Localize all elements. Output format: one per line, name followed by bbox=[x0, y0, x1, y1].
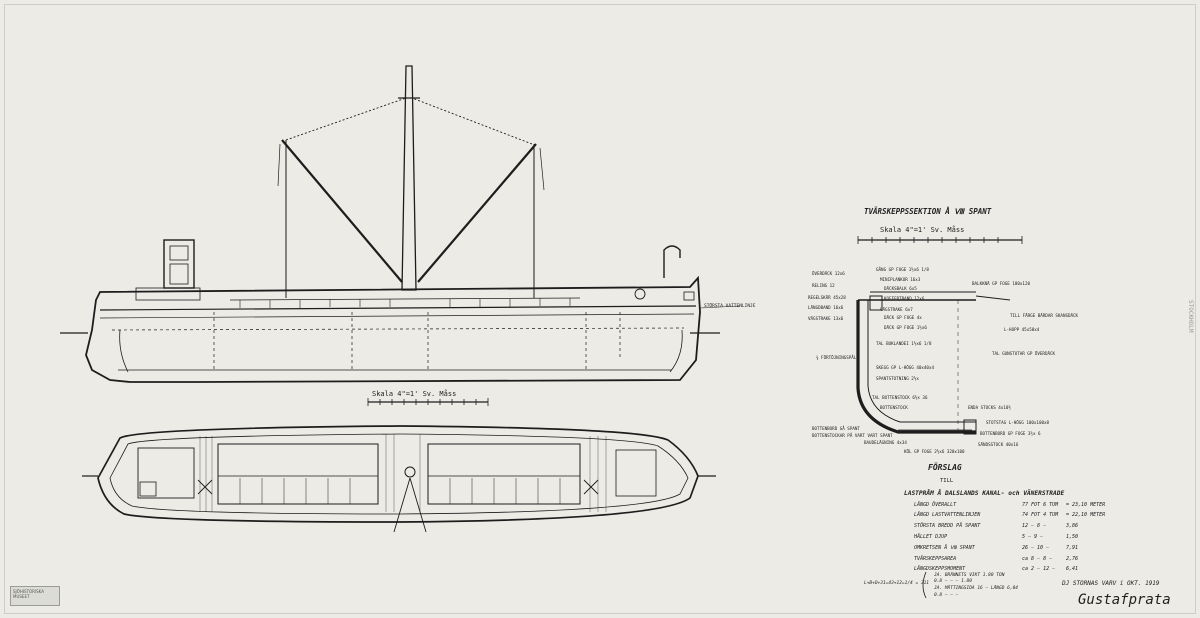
svg-text:DÄCK GP FOGE 4x: DÄCK GP FOGE 4x bbox=[884, 315, 922, 320]
spec-row-label: OMKRETSEN Å Ⅷ SPANT bbox=[914, 544, 976, 551]
section-hull-shell bbox=[856, 300, 976, 434]
svg-text:MINIPLANKOR 16x3: MINIPLANKOR 16x3 bbox=[880, 277, 921, 282]
svg-text:VÄGSTRAKE 6x7: VÄGSTRAKE 6x7 bbox=[880, 307, 913, 312]
svg-text:ca 2 — 12 —: ca 2 — 12 — bbox=[1022, 566, 1055, 572]
svg-text:ENDA STOCKS 4x10½: ENDA STOCKS 4x10½ bbox=[968, 405, 1011, 410]
svg-text:L-HOPP 45x50x4: L-HOPP 45x50x4 bbox=[1004, 327, 1040, 332]
svg-text:2,76: 2,76 bbox=[1066, 556, 1078, 562]
svg-text:BOTTENBORD GP FOGE 3½x 6: BOTTENBORD GP FOGE 3½x 6 bbox=[980, 431, 1041, 436]
svg-text:RELING 12: RELING 12 bbox=[812, 283, 835, 288]
spec-row-label: STÖRSTA BREDD PÅ SPANT bbox=[914, 522, 981, 529]
svg-text:REGELSKÄR 45x28: REGELSKÄR 45x28 bbox=[808, 295, 846, 300]
svg-text:SPANTSTOTNING 2½x: SPANTSTOTNING 2½x bbox=[876, 376, 919, 381]
svg-text:BOTTENBORD GÅ SPANT: BOTTENBORD GÅ SPANT bbox=[812, 426, 860, 431]
boom-right bbox=[417, 143, 537, 283]
svg-text:STOTSTAG L-HÖGG 100x100x8: STOTSTAG L-HÖGG 100x100x8 bbox=[986, 420, 1050, 425]
svg-text:0.8 — — —: 0.8 — — — bbox=[934, 592, 959, 598]
svg-text:BOTTENSTOCKAR PÅ VART VART SPA: BOTTENSTOCKAR PÅ VART VART SPANT bbox=[812, 433, 893, 438]
svg-text:77 FOT 6 TUM: 77 FOT 6 TUM bbox=[1022, 502, 1059, 508]
svg-text:= 23,10 METER: = 23,10 METER bbox=[1066, 502, 1105, 508]
spec-row-label: LÄNGDSKEPPSMOMENT bbox=[914, 565, 966, 572]
scale-label-profile: Skala 4"=1' Sv. Måss bbox=[372, 389, 456, 398]
svg-text:3,86: 3,86 bbox=[1065, 523, 1078, 529]
waterline-label: STÖRSTA VATTENLINJE bbox=[704, 302, 756, 309]
svg-text:ÖVERDÄCK 12x6: ÖVERDÄCK 12x6 bbox=[812, 271, 845, 276]
svg-text:KOFFERTBAND 12x6: KOFFERTBAND 12x6 bbox=[884, 296, 925, 301]
section-annotations: ÖVERDÄCK 12x6 RELING 12 REGELSKÄR 45x28 … bbox=[808, 267, 1079, 454]
spec-row-label: LÄNGD ÖVERALLT bbox=[914, 501, 957, 508]
svg-text:SÄNDSSTOCK 40x16: SÄNDSSTOCK 40x16 bbox=[978, 442, 1019, 447]
svg-text:BAUDELÄGNING 4x34: BAUDELÄGNING 4x34 bbox=[864, 440, 907, 445]
svg-text:L+B+D+31=43+12=1/4 = 311: L+B+D+31=43+12=1/4 = 311 bbox=[864, 580, 929, 586]
spec-row-label: TVÄRSKEPPSAREA bbox=[914, 555, 956, 562]
svg-text:TAL BOTTENSTOCK 6½x 36: TAL BOTTENSTOCK 6½x 36 bbox=[872, 395, 928, 400]
hatch-1 bbox=[217, 443, 379, 505]
svg-text:BALKKNÄ GP FOGE 180x120: BALKKNÄ GP FOGE 180x120 bbox=[972, 281, 1030, 286]
mast bbox=[401, 65, 417, 291]
svg-text:VÄGSTRAKE 13x6: VÄGSTRAKE 13x6 bbox=[808, 316, 844, 321]
place-date: DJ STORNAS VARV i OKT. 1919 bbox=[1061, 580, 1160, 587]
heading: FÖRSLAG bbox=[928, 462, 962, 472]
svg-text:JA. BRÄNNETS VIKT 1.80 TON: JA. BRÄNNETS VIKT 1.80 TON bbox=[933, 571, 1005, 578]
scale-label-section: Skala 4"=1' Sv. Måss bbox=[880, 225, 964, 234]
sheet-border bbox=[4, 4, 1196, 614]
svg-text:SKEGG GP L-HÖGG 40x40x4: SKEGG GP L-HÖGG 40x40x4 bbox=[876, 365, 934, 370]
plan-view-hull bbox=[97, 425, 699, 523]
svg-text:LÄNGDBAND 16x6: LÄNGDBAND 16x6 bbox=[808, 305, 844, 310]
spec-row-label: LÄNGD LASTVATTENLINJEN bbox=[914, 511, 981, 518]
spec-title: LASTPRÅM Å DALSLANDS KANAL- och VÄNERSTR… bbox=[904, 488, 1064, 497]
svg-text:ca 8 — 8 —: ca 8 — 8 — bbox=[1022, 556, 1052, 562]
svg-text:DÄCKSBALK 6x5: DÄCKSBALK 6x5 bbox=[884, 286, 917, 291]
svg-text:26 — 10 —: 26 — 10 — bbox=[1022, 545, 1049, 551]
svg-text:BOTTENSTOCK: BOTTENSTOCK bbox=[880, 405, 908, 410]
svg-text:¾ FÖRTÖJNINGSPÅLE: ¾ FÖRTÖJNINGSPÅLE bbox=[816, 355, 859, 361]
svg-text:74 FOT 4 TUM: 74 FOT 4 TUM bbox=[1022, 512, 1059, 518]
signature: Gustafprata bbox=[1078, 592, 1171, 608]
svg-text:JA. MÄTTINGSIDA 16 — LÄNGD 6,0: JA. MÄTTINGSIDA 16 — LÄNGD 6,04 bbox=[933, 584, 1018, 591]
svg-text:6,41: 6,41 bbox=[1066, 566, 1078, 572]
spec-row-label: HÅLLET DJUP bbox=[913, 533, 947, 540]
boom-left bbox=[281, 139, 403, 283]
svg-text:0.8 — — — 1.80: 0.8 — — — 1.80 bbox=[934, 578, 972, 584]
svg-text:TILL FÄRGE BÄRDAR SKANSDÄCK: TILL FÄRGE BÄRDAR SKANSDÄCK bbox=[1010, 313, 1079, 318]
svg-text:DÄCK GP FOGE 1½x6: DÄCK GP FOGE 1½x6 bbox=[884, 325, 927, 330]
svg-text:TAL BUKLANDEI 1½x6 1/8: TAL BUKLANDEI 1½x6 1/8 bbox=[876, 341, 932, 346]
svg-text:TAL GUNSTOTAR GP ÖVERDÄCK: TAL GUNSTOTAR GP ÖVERDÄCK bbox=[992, 351, 1056, 356]
hull-outline bbox=[85, 275, 701, 383]
section-title: TVÄRSKEPPSSEKTION Å Ⅷ SPANT bbox=[864, 207, 992, 216]
svg-text:7,91: 7,91 bbox=[1066, 545, 1078, 551]
svg-text:12 — 8 —: 12 — 8 — bbox=[1022, 523, 1046, 529]
bottom-notes: L+B+D+31=43+12=1/4 = 311 JA. BRÄNNETS VI… bbox=[864, 571, 1018, 598]
svg-text:5 — 9 —: 5 — 9 — bbox=[1022, 534, 1043, 540]
svg-text:KÖL GP FOGE 2½x6 320x100: KÖL GP FOGE 2½x6 320x100 bbox=[904, 449, 965, 454]
svg-text:GÅNG GP FOGE 1½x6 1/8: GÅNG GP FOGE 1½x6 1/8 bbox=[876, 267, 929, 272]
sub-heading: TILL bbox=[940, 478, 954, 484]
hatch-2 bbox=[427, 443, 581, 505]
side-note: STOCKHOLM bbox=[1187, 300, 1194, 333]
svg-text:= 22,10 METER: = 22,10 METER bbox=[1066, 512, 1105, 518]
svg-text:1,50: 1,50 bbox=[1066, 534, 1078, 540]
museum-stamp: SJÖHISTORISKA MUSEET bbox=[10, 586, 60, 606]
